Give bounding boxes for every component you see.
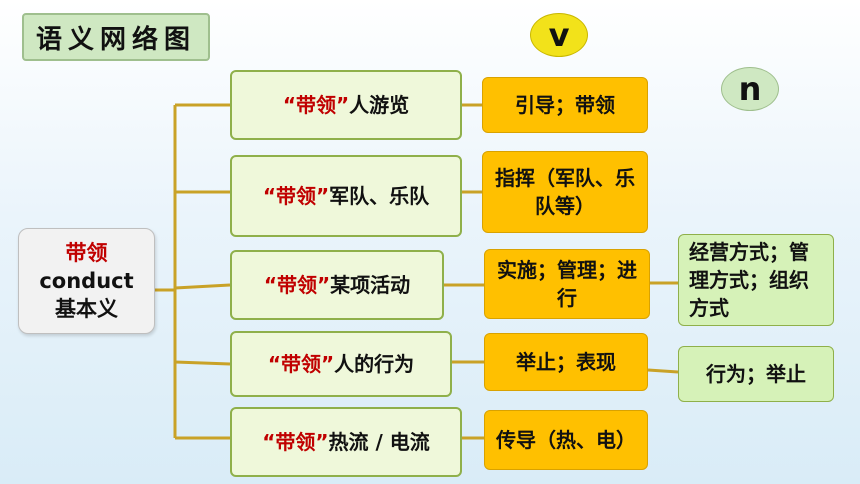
- root-keyword: 带领: [65, 241, 108, 265]
- verb-meaning-1: 引导；带领: [482, 77, 648, 133]
- sense-node-1: “带领”人游览: [230, 70, 462, 140]
- noun-meaning-3: 经营方式；管理方式；组织方式: [678, 234, 834, 326]
- connector-noun-4: [647, 368, 679, 374]
- verb-meaning-3: 实施；管理；进行: [484, 249, 650, 319]
- sense-node-5: “带领”热流 / 电流: [230, 407, 462, 477]
- sense-keyword: “带领”: [282, 93, 350, 117]
- sense-text: 某项活动: [330, 273, 411, 297]
- sense-node-4: “带领”人的行为: [230, 331, 452, 397]
- root-node: 带领 conduct 基本义: [18, 228, 155, 334]
- connector-branch-4: [174, 360, 231, 366]
- noun-label: n: [721, 67, 779, 111]
- root-caption: 基本义: [55, 297, 118, 321]
- sense-text: 热流 / 电流: [328, 430, 430, 454]
- verb-meaning-5: 传导（热、电）: [484, 410, 648, 470]
- verb-meaning-4: 举止；表现: [484, 333, 648, 391]
- sense-text: 人游览: [349, 93, 410, 117]
- sense-text: 军队、乐队: [329, 184, 430, 208]
- sense-keyword: “带领”: [267, 352, 335, 376]
- root-english: conduct: [39, 269, 134, 293]
- connector-branch-3: [174, 283, 231, 290]
- diagram-title: 语义网络图: [22, 13, 210, 61]
- sense-keyword: “带领”: [262, 430, 329, 454]
- sense-node-2: “带领”军队、乐队: [230, 155, 462, 237]
- sense-node-3: “带领”某项活动: [230, 250, 444, 320]
- sense-keyword: “带领”: [262, 184, 330, 208]
- noun-meaning-4: 行为；举止: [678, 346, 834, 402]
- verb-label: v: [530, 13, 588, 57]
- verb-meaning-2: 指挥（军队、乐队等）: [482, 151, 648, 233]
- sense-keyword: “带领”: [263, 273, 331, 297]
- sense-text: 人的行为: [334, 352, 415, 376]
